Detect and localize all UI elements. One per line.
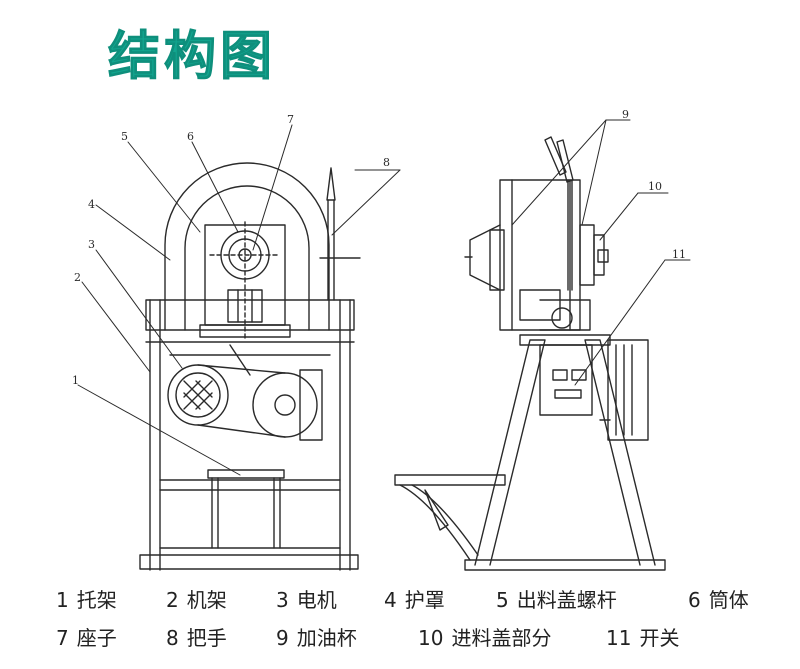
callout-9: 9 (622, 108, 629, 121)
callout-8: 8 (383, 156, 390, 169)
callout-11: 11 (672, 248, 686, 261)
frame (139, 299, 359, 571)
callout-6: 6 (187, 130, 194, 143)
side-frame (464, 334, 666, 571)
callout-2: 2 (74, 271, 81, 284)
callout-5: 5 (121, 130, 128, 143)
support-bracket (207, 469, 285, 549)
front-leader-lines (77, 124, 401, 476)
drum-body (199, 221, 291, 341)
side-tray (394, 474, 506, 561)
side-leader-lines (511, 119, 691, 386)
callout-7: 7 (287, 113, 294, 126)
side-view: 9 10 11 (394, 108, 691, 571)
callout-1: 1 (72, 374, 79, 387)
callout-3: 3 (88, 238, 95, 251)
callout-10: 10 (648, 180, 662, 193)
callout-4: 4 (88, 198, 95, 211)
structure-drawing: 5 6 7 8 4 3 2 1 (72, 108, 691, 571)
side-motor (599, 339, 649, 441)
front-view: 5 6 7 8 4 3 2 1 (72, 113, 401, 571)
side-handle (544, 136, 574, 291)
diagram-title: 结构图 (107, 27, 277, 88)
guard-cover (164, 162, 330, 331)
handle (319, 167, 361, 301)
side-drum (464, 179, 609, 331)
motor-belt (167, 344, 331, 441)
